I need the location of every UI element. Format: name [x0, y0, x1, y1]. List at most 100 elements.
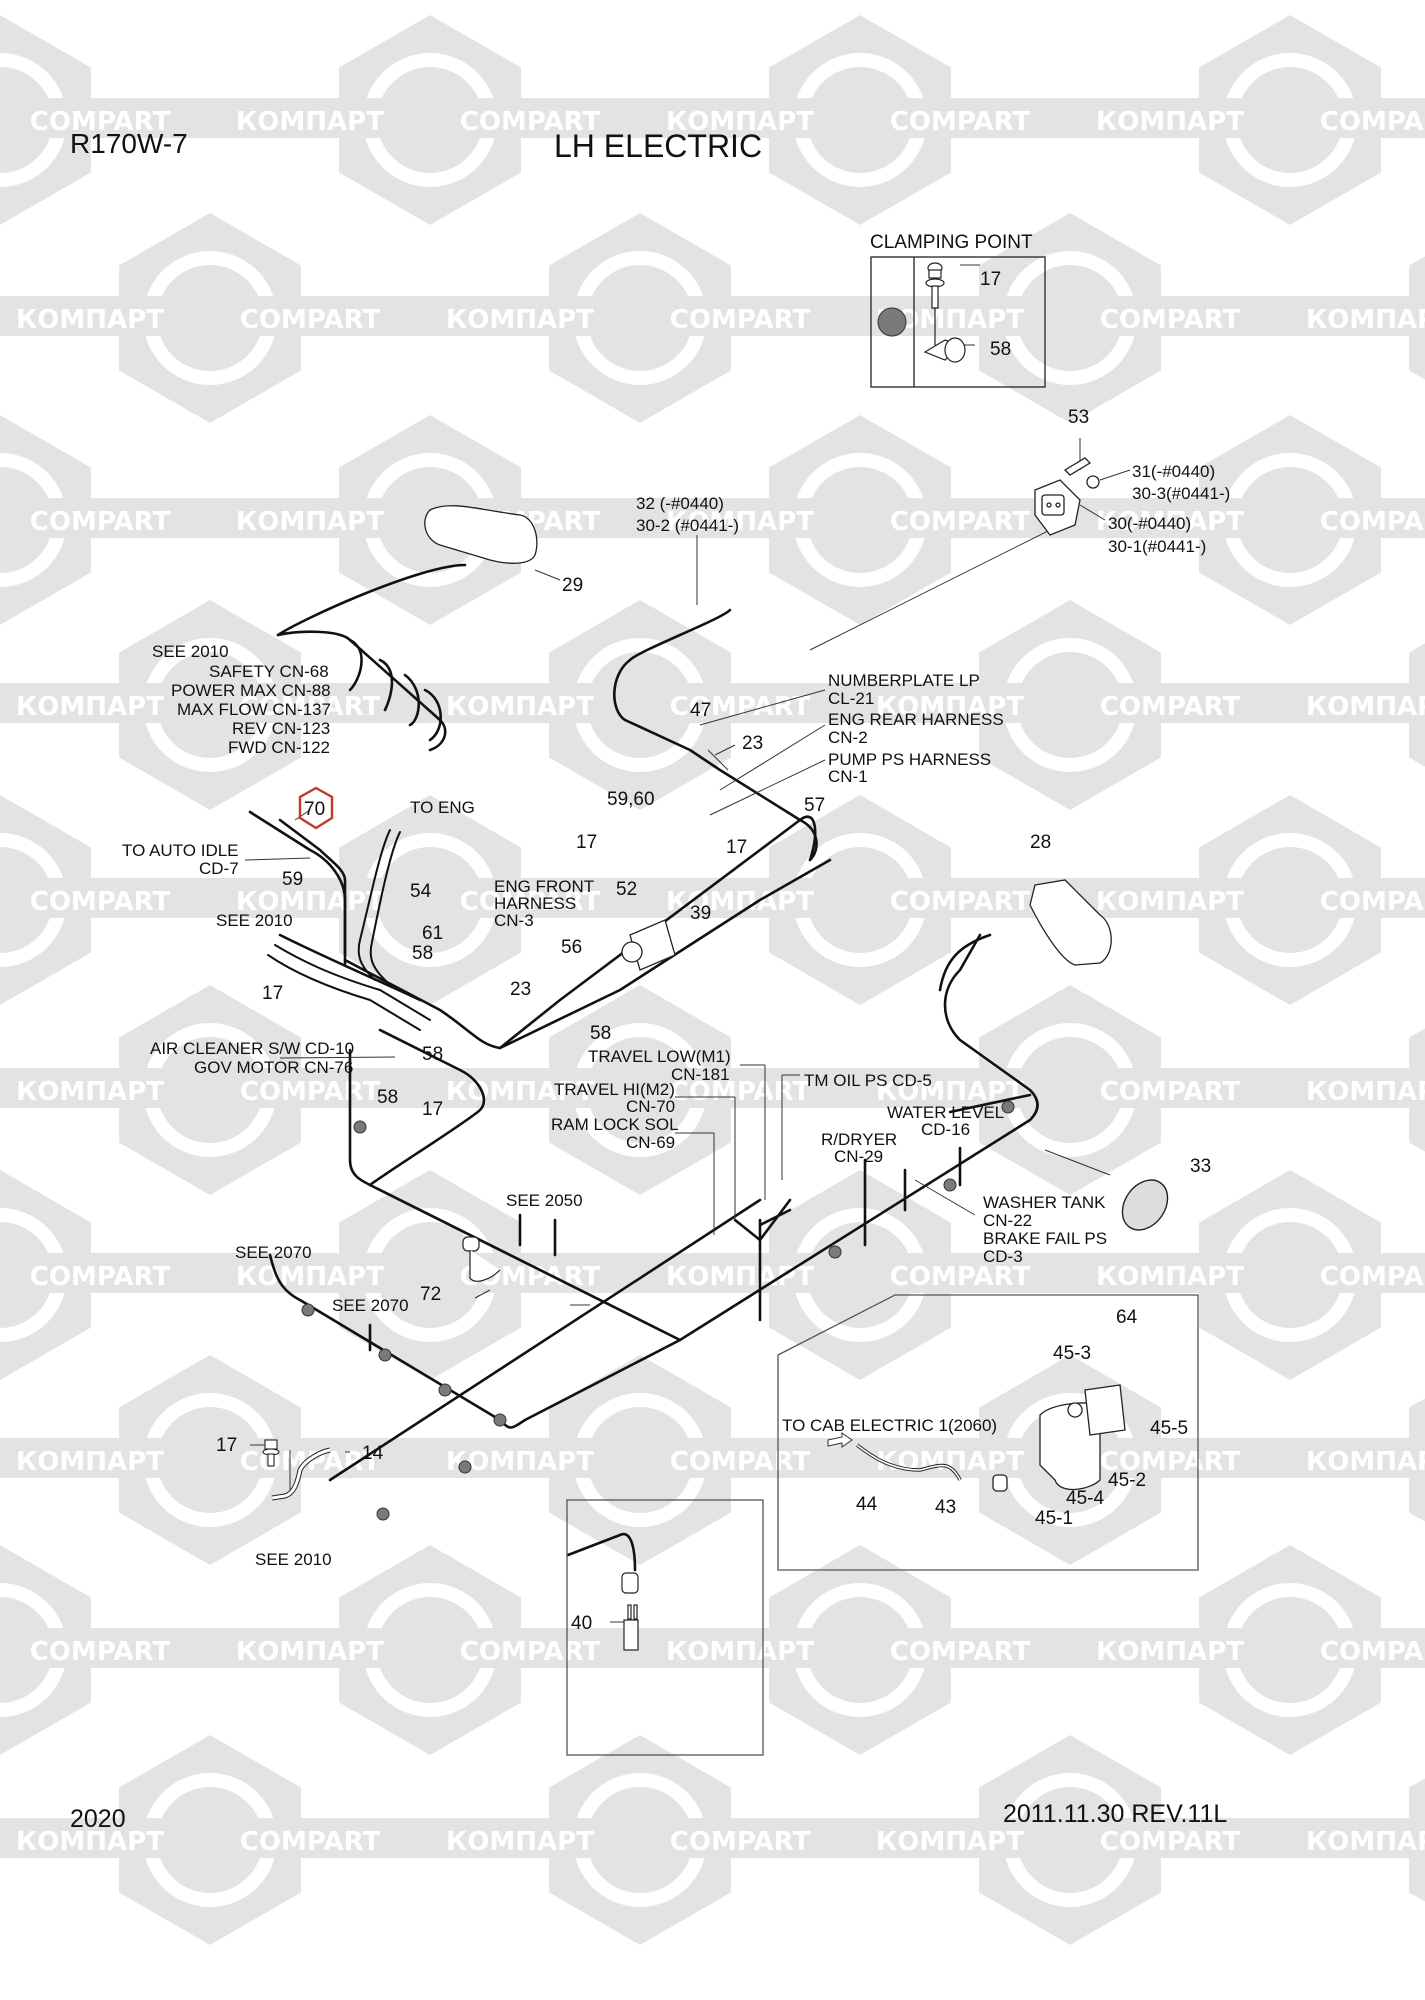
label-see-2070-b[interactable]: SEE 2070 [332, 1296, 409, 1315]
label-to-cab-electric[interactable]: TO CAB ELECTRIC 1(2060) [782, 1416, 998, 1435]
clamp-label-58: 58 [990, 339, 1012, 360]
svg-text:КОМПАРТ: КОМПАРТ [16, 1077, 164, 1107]
svg-text:КОМПАРТ: КОМПАРТ [876, 1827, 1024, 1857]
label-rdryer: R/DRYER [821, 1130, 898, 1149]
svg-text:COMPART: COMPART [670, 1447, 811, 1477]
clamp-dots [301, 1100, 1015, 1521]
label-30-2: 30-2 (#0441-) [636, 516, 740, 535]
svg-text:КОМПАРТ: КОМПАРТ [446, 305, 594, 335]
label-travel-low: TRAVEL LOW(M1) [588, 1047, 731, 1066]
label-air-cleaner: AIR CLEANER S/W CD-10 [150, 1039, 355, 1058]
bolt-icon [925, 262, 945, 348]
sensor-40 [621, 1572, 639, 1651]
svg-text:COMPART: COMPART [670, 692, 811, 722]
svg-text:КОМПАРТ: КОМПАРТ [1306, 1447, 1425, 1477]
label-travel-hi-code: CN-70 [626, 1097, 676, 1116]
label-39: 39 [690, 903, 712, 924]
label-see-2070-a[interactable]: SEE 2070 [235, 1243, 312, 1262]
label-23-b: 23 [510, 979, 532, 1000]
sensor-box [566, 1499, 764, 1756]
label-40: 40 [571, 1613, 593, 1634]
label-31: 31(-#0440) [1132, 462, 1216, 481]
label-numberplate: NUMBERPLATE LP [828, 671, 980, 690]
solenoid-39 [621, 919, 676, 971]
svg-text:КОМПАРТ: КОМПАРТ [666, 1262, 814, 1292]
label-ram-lock-code: CN-69 [626, 1133, 676, 1152]
cover-29 [424, 505, 538, 564]
label-rdryer-code: CN-29 [834, 1147, 884, 1166]
label-54: 54 [410, 881, 432, 902]
label-58-a: 58 [412, 943, 434, 964]
clamp-label-17: 17 [980, 269, 1002, 290]
washer-tank-box [777, 1294, 1199, 1571]
label-30-3: 30-3(#0441-) [1132, 484, 1231, 503]
svg-text:COMPART: COMPART [240, 1077, 381, 1107]
ground-cable-14 [271, 1447, 331, 1501]
clamping-point-box [870, 256, 1046, 388]
svg-text:COMPART: COMPART [1320, 1262, 1425, 1292]
svg-text:COMPART: COMPART [460, 887, 601, 917]
label-64: 64 [1116, 1307, 1138, 1328]
svg-text:КОМПАРТ: КОМПАРТ [876, 1447, 1024, 1477]
label-brake-fail-code: CD-3 [983, 1247, 1023, 1266]
label-23-a: 23 [742, 733, 764, 754]
label-45-1: 45-1 [1035, 1508, 1074, 1529]
label-53: 53 [1068, 407, 1090, 428]
lamp-assembly [1034, 457, 1100, 536]
revision-date: 2011.11.30 REV.11L [1003, 1800, 1228, 1828]
label-auto-idle-code: CD-7 [199, 859, 239, 878]
svg-text:COMPART: COMPART [30, 887, 171, 917]
label-see-2050[interactable]: SEE 2050 [506, 1191, 583, 1210]
watermark-logo: КОМПАРТ COMPART [425, 213, 855, 423]
label-safety: SAFETY CN-68 [209, 662, 329, 681]
svg-text:КОМПАРТ: КОМПАРТ [1306, 692, 1425, 722]
grille-33 [1121, 1179, 1169, 1231]
page-title: LH ELECTRIC [554, 128, 763, 164]
label-45-4: 45-4 [1066, 1488, 1105, 1509]
label-washer-tank-code: CN-22 [983, 1211, 1033, 1230]
label-43: 43 [935, 1497, 957, 1518]
leader-lines [244, 264, 1131, 1623]
label-water-level-code: CD-16 [921, 1120, 971, 1139]
svg-text:COMPART: COMPART [890, 107, 1031, 137]
clamping-point-title: CLAMPING POINT [870, 232, 1033, 253]
label-numberplate-code: CL-21 [828, 689, 875, 708]
label-44: 44 [856, 1494, 878, 1515]
svg-text:КОМПАРТ: КОМПАРТ [1096, 1637, 1244, 1667]
label-see-2010-c[interactable]: SEE 2010 [255, 1550, 332, 1569]
label-eng-front: ENG FRONT [494, 877, 595, 896]
clamping-marker-icon [877, 307, 907, 337]
cover-28 [1029, 879, 1112, 966]
svg-text:КОМПАРТ: КОМПАРТ [236, 1637, 384, 1667]
label-gov-motor: GOV MOTOR CN-76 [194, 1058, 354, 1077]
label-rev: REV CN-123 [232, 719, 331, 738]
svg-text:COMPART: COMPART [30, 107, 171, 137]
svg-text:КОМПАРТ: КОМПАРТ [1096, 107, 1244, 137]
svg-text:COMPART: COMPART [670, 305, 811, 335]
label-59-60: 59,60 [607, 789, 655, 810]
bolt-17 [262, 1439, 280, 1467]
label-70: 70 [304, 799, 326, 820]
svg-text:COMPART: COMPART [1320, 107, 1425, 137]
label-eng-rear-code: CN-2 [828, 728, 868, 747]
label-58-d: 58 [377, 1087, 399, 1108]
label-56: 56 [561, 937, 583, 958]
